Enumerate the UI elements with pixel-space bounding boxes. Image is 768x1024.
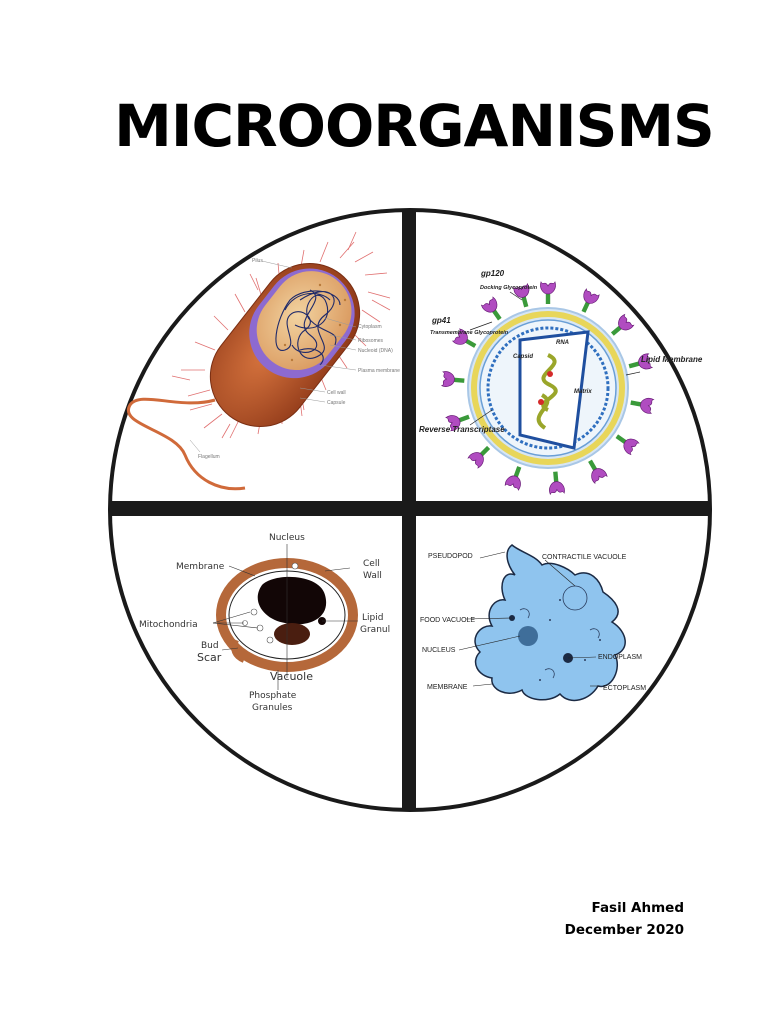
quadrant-frame (110, 210, 710, 810)
amoeba-label-ectoplasm: ECTOPLASM (603, 685, 646, 692)
bacteria-label-capsule: Capsule (327, 400, 346, 406)
virus-label-capsid: Capsid (513, 354, 533, 360)
amoeba-illustration: PSEUDOPOD CONTRACTILE VACUOLE FOOD VACUO… (420, 544, 646, 702)
bacteria-label-cell-wall: Cell wall (327, 390, 346, 396)
amoeba-label-contractile-vacuole: CONTRACTILE VACUOLE (542, 554, 627, 561)
author-name: Fasil Ahmed (591, 900, 684, 916)
bacteria-label-flagellum: Flagellum (198, 454, 220, 460)
virus-label-gp41: gp41 (431, 316, 451, 325)
amoeba-label-nucleus: NUCLEUS (422, 647, 456, 654)
virus-label-rna: RNA (556, 340, 569, 346)
author-date: December 2020 (564, 922, 684, 938)
bacteria-label-ribosomes: Ribosomes (358, 338, 384, 344)
virus-label-gp41-sub: Transmembrane Glycoprotein (430, 330, 509, 336)
yeast-label-membrane: Membrane (176, 562, 225, 572)
virus-label-matrix: Matrix (574, 389, 592, 395)
flagellum (126, 397, 246, 491)
yeast-label-nucleus: Nucleus (269, 533, 305, 543)
bacteria-label-plasma-membrane: Plasma membrane (358, 368, 400, 374)
bacteria-label-nucleoid: Nucleoid (DNA) (358, 348, 393, 354)
page-title: MICROORGANISMS (114, 92, 715, 160)
virus-illustration: gp120 Docking Glycoprotein gp41 Transmem… (419, 269, 703, 495)
bacteria-label-cytoplasm: Cytoplasm (358, 324, 382, 330)
virus-label-reverse-transcriptase: Reverse Transcriptase (419, 425, 505, 434)
amoeba-label-pseudopod: PSEUDOPOD (428, 553, 473, 560)
amoeba-label-membrane: MEMBRANE (427, 684, 468, 691)
virus-label-lipid-membrane: Lipid Membrane (641, 355, 703, 364)
virus-label-gp120: gp120 (480, 269, 505, 278)
yeast-label-mitochondria: Mitochondria (139, 620, 198, 630)
amoeba-label-endoplasm: ENDOPLASM (598, 654, 642, 661)
author-block: Fasil Ahmed December 2020 (565, 897, 684, 941)
bacteria-label-pilus: Pilus (252, 258, 263, 264)
yeast-label-vacuole: Vacuole (270, 670, 313, 683)
outer-circle (108, 208, 712, 812)
bacterium-illustration: Pilus Cytoplasm Ribosomes Nucleoid (DNA)… (126, 231, 400, 491)
amoeba-label-food-vacuole: FOOD VACUOLE (420, 617, 475, 624)
virus-label-gp120-sub: Docking Glycoprotein (480, 285, 538, 291)
